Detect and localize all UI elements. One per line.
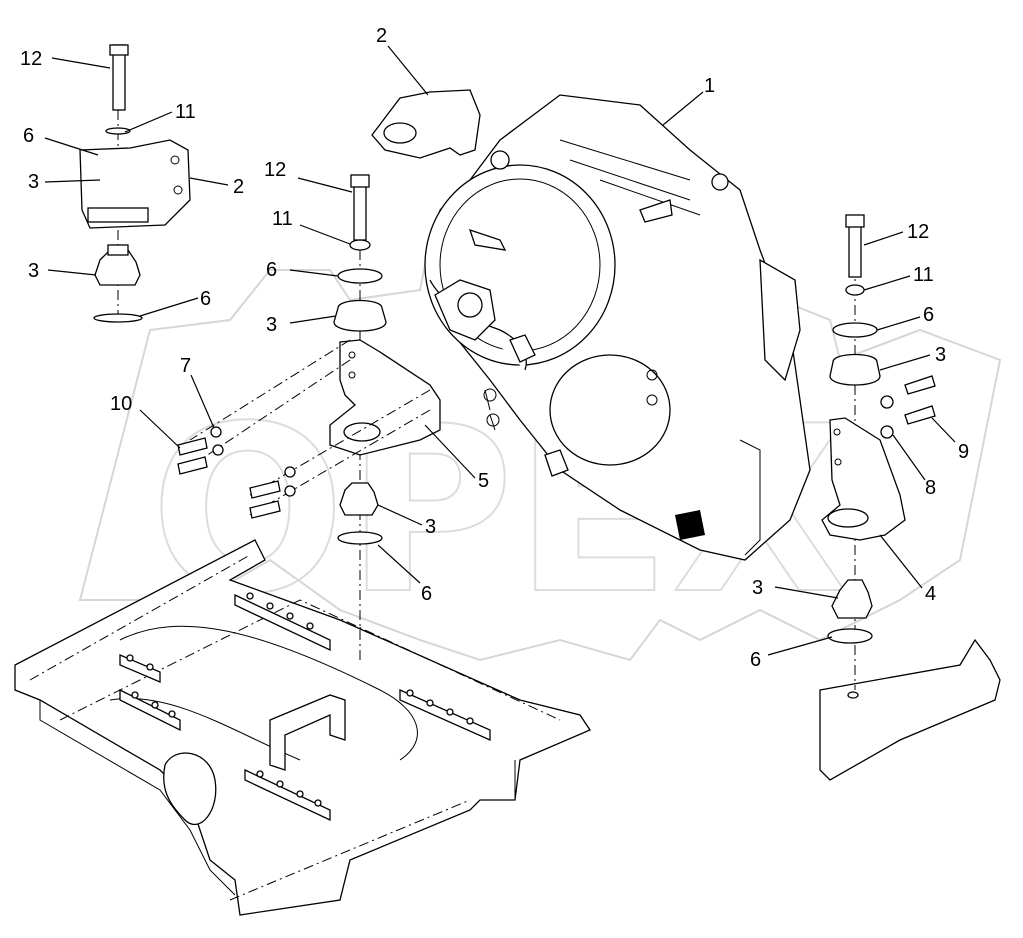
bolt-9-upper xyxy=(904,375,936,395)
callout-6: 6 xyxy=(266,259,277,281)
washer-8-lower xyxy=(880,425,894,439)
callout-8: 8 xyxy=(925,477,936,499)
right-mount xyxy=(821,214,936,690)
bolt-9-lower xyxy=(904,405,936,425)
washer-6-center-bottom xyxy=(337,531,383,545)
callout-6: 6 xyxy=(23,125,34,147)
center-left-mount xyxy=(189,174,441,660)
callout-3: 3 xyxy=(752,577,763,599)
lifting-eye-right xyxy=(711,173,729,191)
washer-6-right xyxy=(832,322,878,338)
washer-11-left xyxy=(105,127,131,135)
callout-1: 1 xyxy=(704,75,715,97)
callout-3: 3 xyxy=(935,344,946,366)
callout-7: 7 xyxy=(180,355,191,377)
callout-5: 5 xyxy=(478,470,489,492)
bracket-2-left xyxy=(79,139,191,229)
bracket-2-top xyxy=(371,89,481,159)
washer-11-right xyxy=(845,284,865,296)
callout-9: 9 xyxy=(958,441,969,463)
transmission-lower-cover xyxy=(549,354,671,466)
washer-6-left xyxy=(93,313,143,323)
callout-11: 11 xyxy=(272,208,293,230)
rail-hole xyxy=(847,691,859,699)
transmission-front-cover xyxy=(424,164,616,366)
isolator-3-center-top xyxy=(333,299,387,332)
lifting-eye-left xyxy=(490,150,510,170)
callout-3: 3 xyxy=(425,516,436,538)
chassis-frame xyxy=(14,539,591,916)
isolator-3-right-bottom xyxy=(831,579,873,619)
callout-11: 11 xyxy=(175,101,196,123)
frame-center-bracket xyxy=(269,694,346,771)
callout-12: 12 xyxy=(907,221,929,243)
callout-12: 12 xyxy=(20,48,42,70)
callout-2: 2 xyxy=(376,25,387,47)
washer-6-center xyxy=(337,268,383,284)
callout-6: 6 xyxy=(923,304,934,326)
callout-6: 6 xyxy=(750,649,761,671)
right-frame-rail xyxy=(819,638,1001,781)
washer-8-upper xyxy=(880,395,894,409)
callout-2: 2 xyxy=(233,176,244,198)
frame-bolt-strips xyxy=(119,592,491,822)
left-exploded-mount xyxy=(79,44,191,323)
callout-6: 6 xyxy=(200,288,211,310)
washer-6-right-bottom xyxy=(827,628,873,644)
bolts-10-washers-7 xyxy=(177,426,296,519)
callout-10: 10 xyxy=(110,393,132,415)
callout-11: 11 xyxy=(913,264,934,286)
callout-labels: 12 11 6 3 2 3 6 2 12 11 6 3 7 10 5 3 6 1… xyxy=(20,25,969,671)
callout-12: 12 xyxy=(264,159,286,181)
transmission-assembly xyxy=(424,94,811,561)
isolator-3-right-top xyxy=(829,353,881,386)
callout-3: 3 xyxy=(28,260,39,282)
callout-6: 6 xyxy=(421,583,432,605)
frame-tube xyxy=(163,752,217,826)
callout-3: 3 xyxy=(266,314,277,336)
leader-lines xyxy=(44,45,956,656)
callout-3: 3 xyxy=(28,171,39,193)
bolt-12-right xyxy=(848,221,862,278)
bolt-12-center xyxy=(353,179,367,241)
callout-4: 4 xyxy=(925,583,936,605)
washer-11-center xyxy=(349,239,371,251)
